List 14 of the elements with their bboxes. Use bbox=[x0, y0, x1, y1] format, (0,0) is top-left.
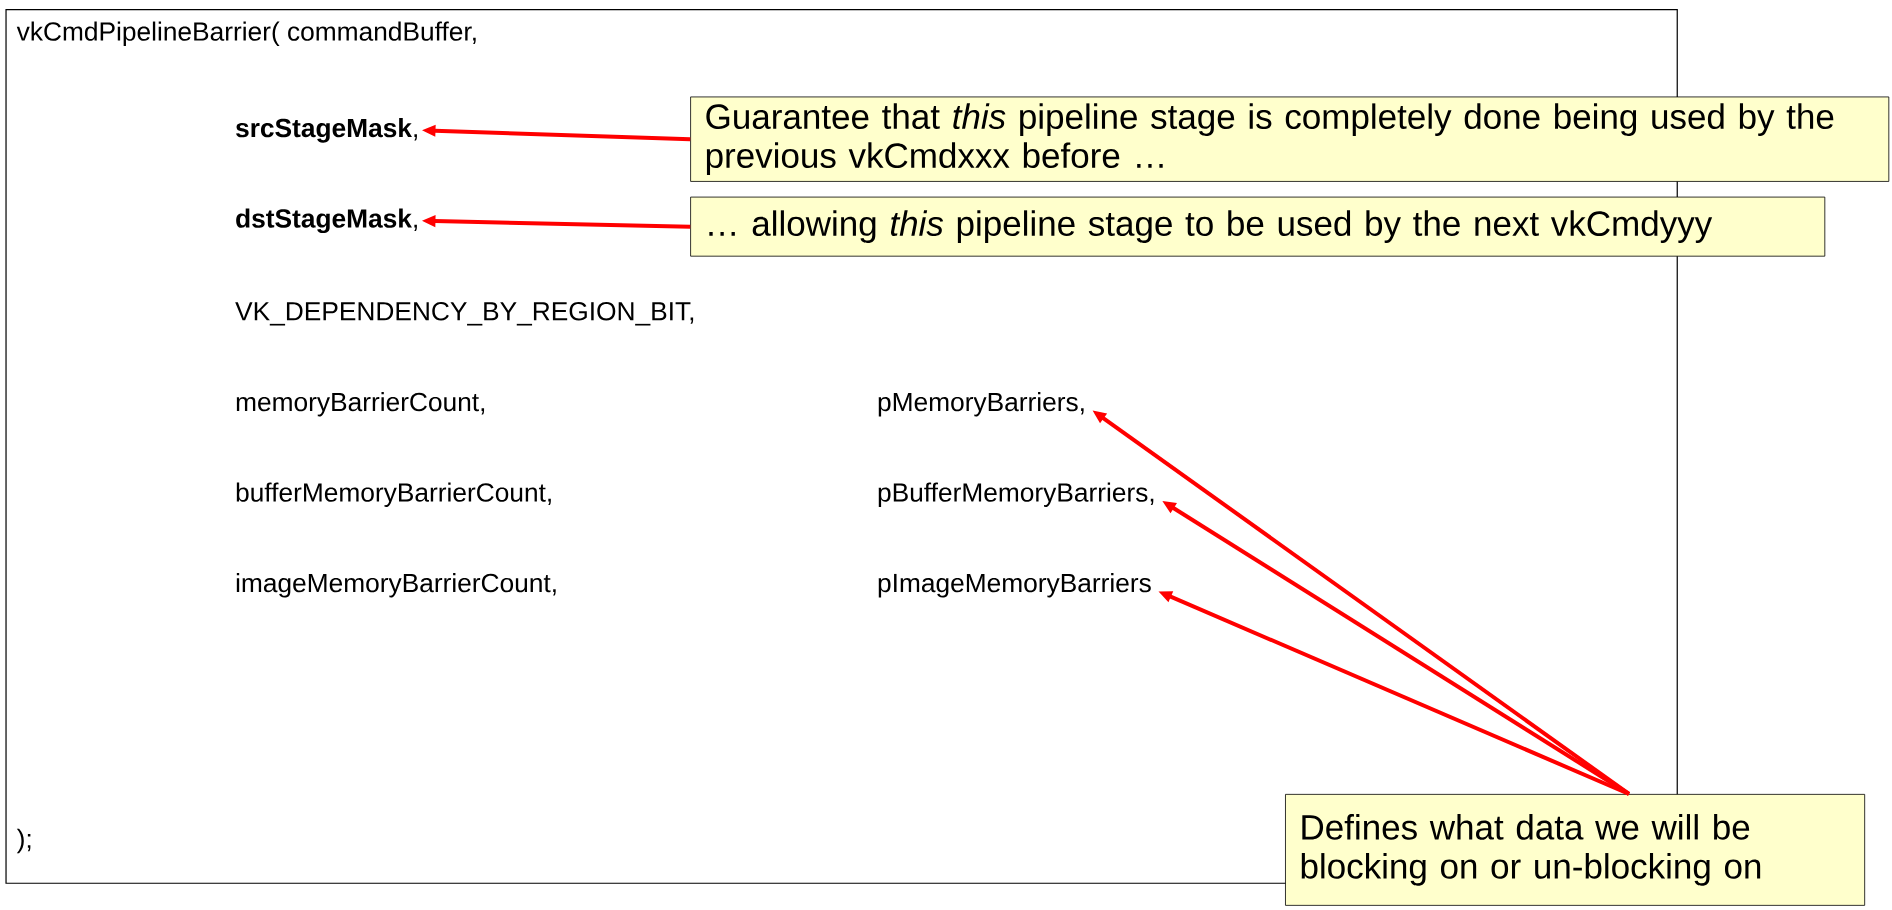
code-text: VK_DEPENDENCY_BY_REGION_BIT, bbox=[235, 301, 694, 326]
code-text: imageMemoryBarrierCount, bbox=[236, 572, 556, 598]
code-text: vkCmdPipelineBarrier( commandBuffer, bbox=[16, 21, 476, 47]
code-text: bufferMemoryBarrierCount, bbox=[236, 482, 551, 507]
code-text: pImageMemoryBarriers bbox=[878, 572, 1151, 598]
callout-box: … allowing this pipeline stage to be used by the next vkCmdyyy bbox=[690, 196, 1826, 257]
code-text: srcStageMask, bbox=[236, 118, 417, 143]
code-text: dstStageMask, bbox=[236, 208, 417, 234]
code-text: memoryBarrierCount, bbox=[236, 391, 485, 417]
code-text: pBufferMemoryBarriers, bbox=[878, 482, 1154, 507]
callout-box: Defines what data we will be blocking on or un-blocking on bbox=[1285, 793, 1866, 906]
code-text: pMemoryBarriers, bbox=[878, 391, 1084, 417]
code-text: ); bbox=[16, 828, 31, 854]
callout-box: Guarantee that this pipeline stage is completely done being used by the previous vkCmdxxx before … bbox=[690, 96, 1890, 182]
